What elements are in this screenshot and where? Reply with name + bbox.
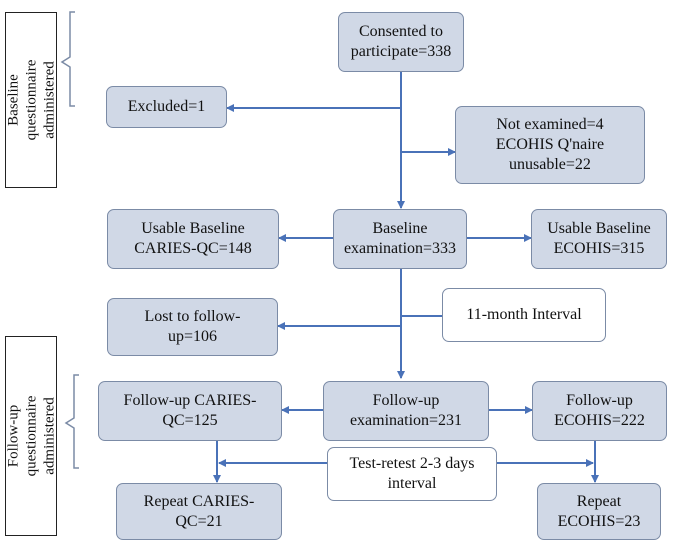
interval-11-node: 11-month Interval [442,288,606,342]
repeat-caries-node: Repeat CARIES- QC=21 [116,483,282,540]
consented-node: Consented to participate=338 [338,12,464,72]
excluded-node: Excluded=1 [106,86,227,128]
followup-caries-node: Follow-up CARIES- QC=125 [98,381,282,441]
test-retest-node: Test-retest 2-3 days interval [327,447,497,501]
lost-followup-node: Lost to follow- up=106 [107,298,278,356]
baseline-exam-node: Baseline examination=333 [333,209,467,269]
baseline-questionnaire-label: Baseline questionnaire administered [5,12,57,188]
followup-ecohis-node: Follow-up ECOHIS=222 [532,381,667,441]
followup-questionnaire-label: Follow-up questionnaire administered [5,336,57,536]
followup-bracket [64,374,79,469]
usable-caries-node: Usable Baseline CARIES-QC=148 [107,209,279,269]
followup-exam-node: Follow-up examination=231 [323,381,489,441]
usable-ecohis-node: Usable Baseline ECOHIS=315 [531,209,667,269]
baseline-bracket [60,11,75,107]
repeat-ecohis-node: Repeat ECOHIS=23 [537,483,661,540]
baseline-questionnaire-text: Baseline questionnaire administered [5,59,57,141]
not-examined-node: Not examined=4 ECOHIS Q'naire unusable=2… [455,106,645,184]
followup-questionnaire-text: Follow-up questionnaire administered [5,395,57,477]
